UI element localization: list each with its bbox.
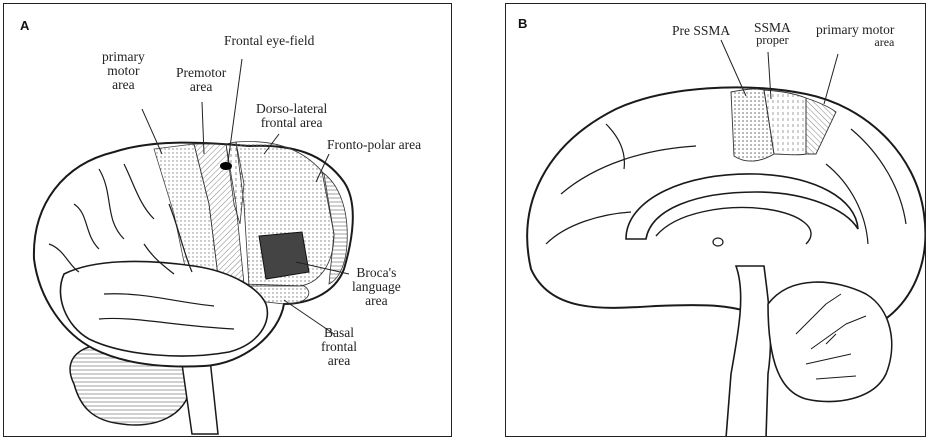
- label-line: Frontal eye-field: [224, 34, 314, 48]
- label-line: Fronto-polar area: [327, 138, 421, 152]
- label-line: language: [352, 280, 401, 294]
- label-line: Pre SSMA: [672, 24, 730, 38]
- broca-region: [259, 232, 309, 279]
- label-brocas-language-area: Broca's language area: [352, 266, 401, 308]
- label-line: primary: [102, 50, 145, 64]
- label-pre-ssma: Pre SSMA: [672, 24, 730, 38]
- label-primary-motor-area-b: primary motor area: [816, 24, 894, 48]
- label-line: Basal: [321, 326, 357, 340]
- panel-b-letter: B: [518, 16, 527, 31]
- label-fronto-polar-area: Fronto-polar area: [327, 138, 421, 152]
- label-primary-motor-area: primary motor area: [102, 50, 145, 92]
- label-line: Broca's: [352, 266, 401, 280]
- lateral-brain-illustration: [4, 4, 452, 437]
- label-basal-frontal-area: Basal frontal area: [321, 326, 357, 368]
- panel-a-letter: A: [20, 18, 29, 33]
- label-line: motor: [102, 64, 145, 78]
- label-line: area: [352, 294, 401, 308]
- panel-b-medial-brain: B Pre SSMA SSMA proper primary motor are…: [505, 3, 926, 437]
- label-premotor-area: Premotor area: [176, 66, 226, 94]
- label-line: area: [321, 354, 357, 368]
- label-dorso-lateral-frontal-area: Dorso-lateral frontal area: [256, 102, 327, 130]
- medial-brain-illustration: [506, 4, 926, 437]
- frontal-eye-field-dot: [220, 162, 232, 170]
- label-line: Premotor: [176, 66, 226, 80]
- panel-a-lateral-brain: A primary motor area Premotor area Front…: [3, 3, 452, 437]
- label-frontal-eye-field: Frontal eye-field: [224, 34, 314, 48]
- label-line: Dorso-lateral: [256, 102, 327, 116]
- brain-stem: [182, 359, 218, 434]
- label-line: proper: [754, 34, 791, 46]
- label-line: area: [102, 78, 145, 92]
- label-line: area: [176, 80, 226, 94]
- label-line: area: [816, 36, 894, 48]
- medial-cerebellum: [768, 282, 892, 401]
- label-ssma-proper: SSMA proper: [754, 22, 791, 46]
- label-line: frontal area: [256, 116, 327, 130]
- label-line: frontal: [321, 340, 357, 354]
